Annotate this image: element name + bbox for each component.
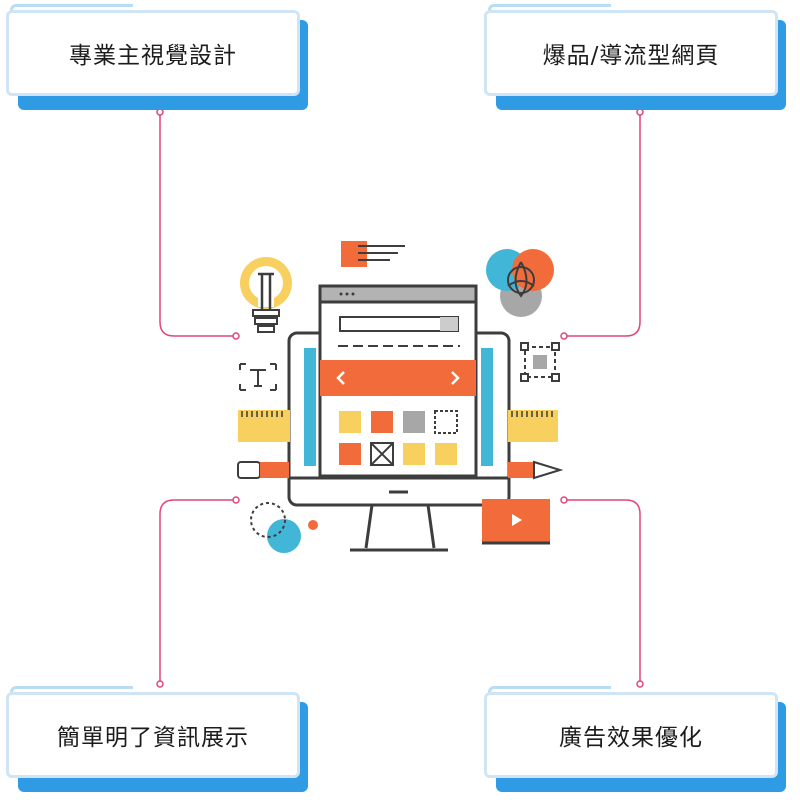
arrow-right-icon	[451, 371, 460, 385]
card-box: 專業主視覺設計	[6, 10, 300, 96]
text-tool-icon	[239, 363, 277, 391]
connector-bottom-right	[564, 499, 641, 684]
connector-top-right	[564, 112, 641, 337]
card-box: 簡單明了資訊展示	[6, 692, 300, 778]
browser-window	[318, 284, 478, 478]
card-bottom-left: 簡單明了資訊展示	[2, 686, 308, 796]
card-top-left: 專業主視覺設計	[2, 4, 308, 114]
card-label-top-right: 爆品/導流型網頁	[542, 43, 720, 69]
image-placeholder-icon	[370, 442, 394, 466]
card-bottom-right: 廣告效果優化	[480, 686, 786, 796]
connector-lines	[159, 112, 641, 684]
text-block-icon	[341, 241, 405, 267]
card-top-right: 爆品/導流型網頁	[480, 4, 786, 114]
card-box: 廣告效果優化	[484, 692, 778, 778]
ruler-icon	[238, 410, 558, 442]
card-label-top-left: 專業主視覺設計	[69, 43, 237, 69]
connector-bottom-left	[159, 499, 236, 684]
selection-box-icon	[520, 342, 560, 382]
card-box: 爆品/導流型網頁	[484, 10, 778, 96]
card-label-bottom-left: 簡單明了資訊展示	[57, 725, 249, 751]
arrow-left-icon	[336, 371, 345, 385]
lightbulb-icon	[240, 257, 292, 333]
card-label-bottom-right: 廣告效果優化	[559, 725, 703, 751]
play-icon	[512, 514, 522, 526]
pencil-icon	[237, 460, 564, 480]
color-wheel-icon	[486, 249, 554, 317]
video-player-icon	[482, 499, 550, 545]
circles-icon	[250, 502, 318, 553]
connector-top-left	[159, 112, 236, 337]
